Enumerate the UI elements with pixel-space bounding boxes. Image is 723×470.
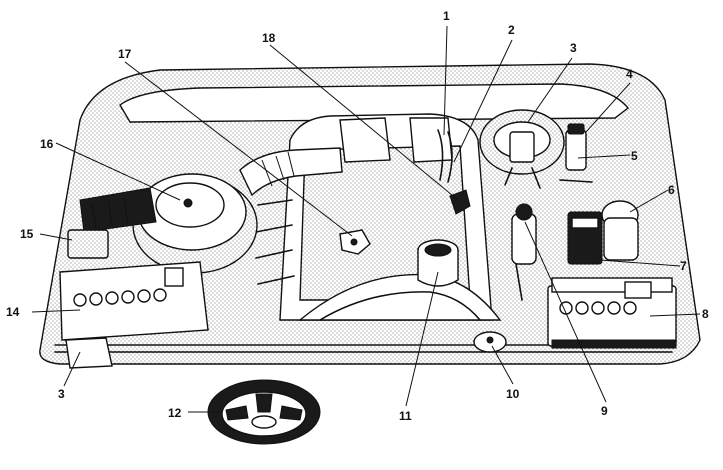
callout-2: 2: [508, 23, 515, 37]
callout-11: 11: [399, 409, 412, 423]
callout-6: 6: [668, 183, 675, 197]
callout-3-lower: 3: [58, 387, 65, 401]
callout-4: 4: [626, 67, 633, 81]
callout-10: 10: [506, 387, 520, 401]
leader-lines: [31, 25, 701, 413]
engine-block: [255, 113, 502, 321]
callout-16: 16: [40, 137, 54, 151]
callout-9: 9: [601, 404, 608, 418]
oil-filler-cap: [339, 229, 371, 255]
brake-booster: [479, 109, 565, 189]
coolant-tank: [601, 200, 639, 261]
distributor: [417, 239, 459, 287]
hose-connections: [437, 129, 453, 183]
callout-5: 5: [631, 149, 638, 163]
washer-reservoir: [511, 203, 537, 301]
battery-right: [547, 277, 677, 349]
battery-left-caps: [73, 288, 167, 307]
callout-7: 7: [680, 259, 687, 273]
callout-12: 12: [168, 406, 182, 420]
callout-1: 1: [443, 9, 450, 23]
callout-17: 17: [118, 47, 132, 61]
radiator-cap: [473, 331, 507, 353]
brake-fluid-reservoir: [559, 123, 593, 183]
lower-bracket: [65, 337, 113, 369]
ignition-coil: [449, 189, 471, 215]
relay-box: [67, 229, 109, 259]
fuse-box: [567, 211, 603, 265]
callout-15: 15: [20, 227, 34, 241]
callout-3: 3: [570, 41, 577, 55]
callout-18: 18: [262, 31, 276, 45]
air-intake-hose: [239, 147, 343, 197]
callout-14: 14: [6, 305, 20, 319]
callout-labels: 1 2 3 4 5 6 7 8 9 10 11 12 3 14 15 16 17…: [6, 9, 709, 423]
spare-wheel: [207, 379, 321, 445]
callout-8: 8: [702, 307, 709, 321]
battery-left: [59, 261, 209, 341]
